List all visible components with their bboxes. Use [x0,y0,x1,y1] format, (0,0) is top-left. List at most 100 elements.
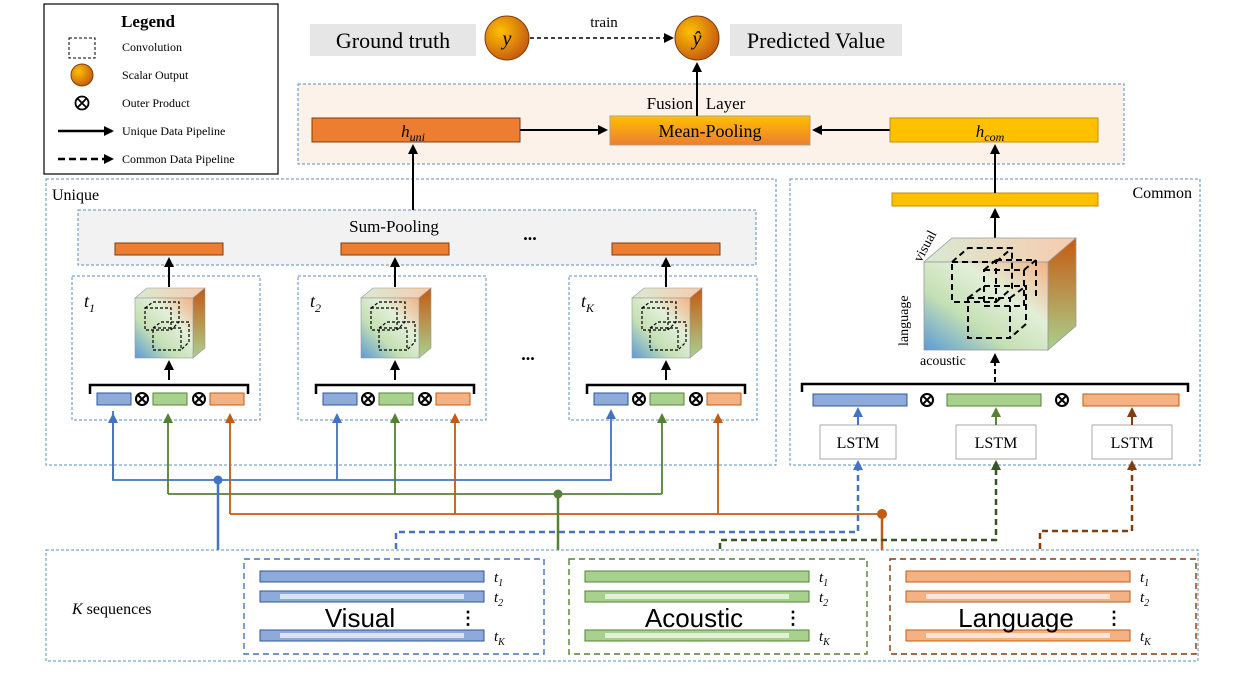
svg-text:tK: tK [581,291,595,315]
outer-product-icon [689,392,703,406]
modality-label: Language [958,603,1074,633]
sum-pooling-box [77,209,757,266]
top-row: Ground truth y train ŷ Predicted Value [310,15,902,61]
vdots: ⋮ [784,608,802,628]
time-block-2: t2 [297,242,487,421]
svg-text:t1: t1 [819,570,828,589]
common-panel: Common visual language a [789,144,1201,466]
h-com-label: h [976,122,985,141]
language-bar [209,392,245,406]
legend-item-unique-pipeline: Unique Data Pipeline [122,124,225,138]
seq-time-label: t [819,629,824,645]
seq-time-label: t [1140,570,1145,586]
common-bracket [800,382,1190,392]
seq-time-sub: K [822,637,831,648]
time-sub: 1 [89,301,95,315]
seq-time-sub: 2 [1144,598,1149,609]
seq-time-sub: 1 [498,578,503,589]
common-visual-bar [812,393,908,407]
pooled-bar [340,242,450,256]
svg-text:t1: t1 [84,291,95,315]
seq-time-label: t [494,590,499,606]
lstm-visual-box [819,424,897,460]
predicted-value-label: Predicted Value [747,28,885,53]
time-sub: 2 [315,301,321,315]
h-uni-sub: uni [410,130,425,144]
seq-time-sub: 2 [823,598,828,609]
common-outer-product-icon-2 [1055,393,1069,407]
lstm-language-label: LSTM [1111,435,1154,452]
visual-bar [593,392,629,406]
k-label: K [71,601,84,618]
svg-text:t2: t2 [819,590,828,609]
y-hat-node [674,15,720,61]
time-sub: K [585,301,595,315]
outer-product-icon [74,95,90,111]
sequence-groups: Visual⋮t1t2tKAcoustic⋮t1t2tKLanguage⋮t1t… [243,558,1197,655]
sequence-bar [905,570,1131,583]
svg-text:t2: t2 [494,590,503,609]
outer-product-icon [632,392,646,406]
common-output-bar [891,192,1099,207]
mean-pooling-label: Mean-Pooling [659,121,762,141]
seq-time-sub: 2 [498,598,503,609]
convolution-icon [68,37,96,59]
sequence-bar [259,570,485,583]
time-label: t [581,291,587,311]
common-title: Common [1132,185,1192,202]
seq-time-label: t [1140,590,1145,606]
svg-text:t2: t2 [1140,590,1149,609]
lstm-acoustic-box [955,424,1037,460]
common-language-bar [1082,393,1180,407]
axis-language: language [897,295,912,346]
svg-text:t1: t1 [494,570,503,589]
seq-time-label: t [819,570,824,586]
outer-product-icon [192,392,206,406]
seq-time-sub: K [1143,637,1152,648]
svg-text:huni: huni [401,122,425,144]
seq-time-label: t [494,570,499,586]
train-label: train [590,15,618,31]
outer-product-icon [418,392,432,406]
visual-common-wire [394,460,863,559]
predicted-value-box [730,24,902,56]
legend-item-outer-product: Outer Product [122,96,190,110]
small-tensor-cube [134,287,206,359]
seq-time-sub: 1 [1144,578,1149,589]
acoustic-bar [152,392,188,406]
seq-time-label: t [1140,629,1145,645]
lstm-language-box [1091,424,1173,460]
ellipsis-mid: ... [521,344,535,364]
sequences-label: sequences [83,601,152,618]
sum-pooling-label: Sum-Pooling [349,217,439,236]
acoustic-common-wire [718,460,1001,559]
svg-text:tK: tK [494,629,506,648]
common-tensor-cube [922,237,1078,351]
small-tensor-cube [360,287,432,359]
outer-product-icon [135,392,149,406]
time-label: t [310,291,316,311]
visual-bar [96,392,132,406]
h-uni-label: h [401,122,410,141]
seq-time-sub: K [497,637,506,648]
vdots: ⋮ [459,608,477,628]
legend-item-common-pipeline: Common Data Pipeline [122,152,235,166]
svg-text:K sequences: K sequences [71,601,152,618]
common-outer-product-icon-1 [920,393,934,407]
vdots: ⋮ [1105,608,1123,628]
svg-text:t1: t1 [1140,570,1149,589]
visual-bar [322,392,358,406]
small-tensor-cube [631,287,703,359]
input-bracket [585,383,747,394]
seq-time-sub: 1 [823,578,828,589]
pooled-bar [114,242,224,256]
acoustic-bar [378,392,414,406]
ellipsis-top: ... [523,224,537,244]
time-label: t [84,291,90,311]
language-bar [435,392,471,406]
mean-pooling-box [609,115,811,146]
